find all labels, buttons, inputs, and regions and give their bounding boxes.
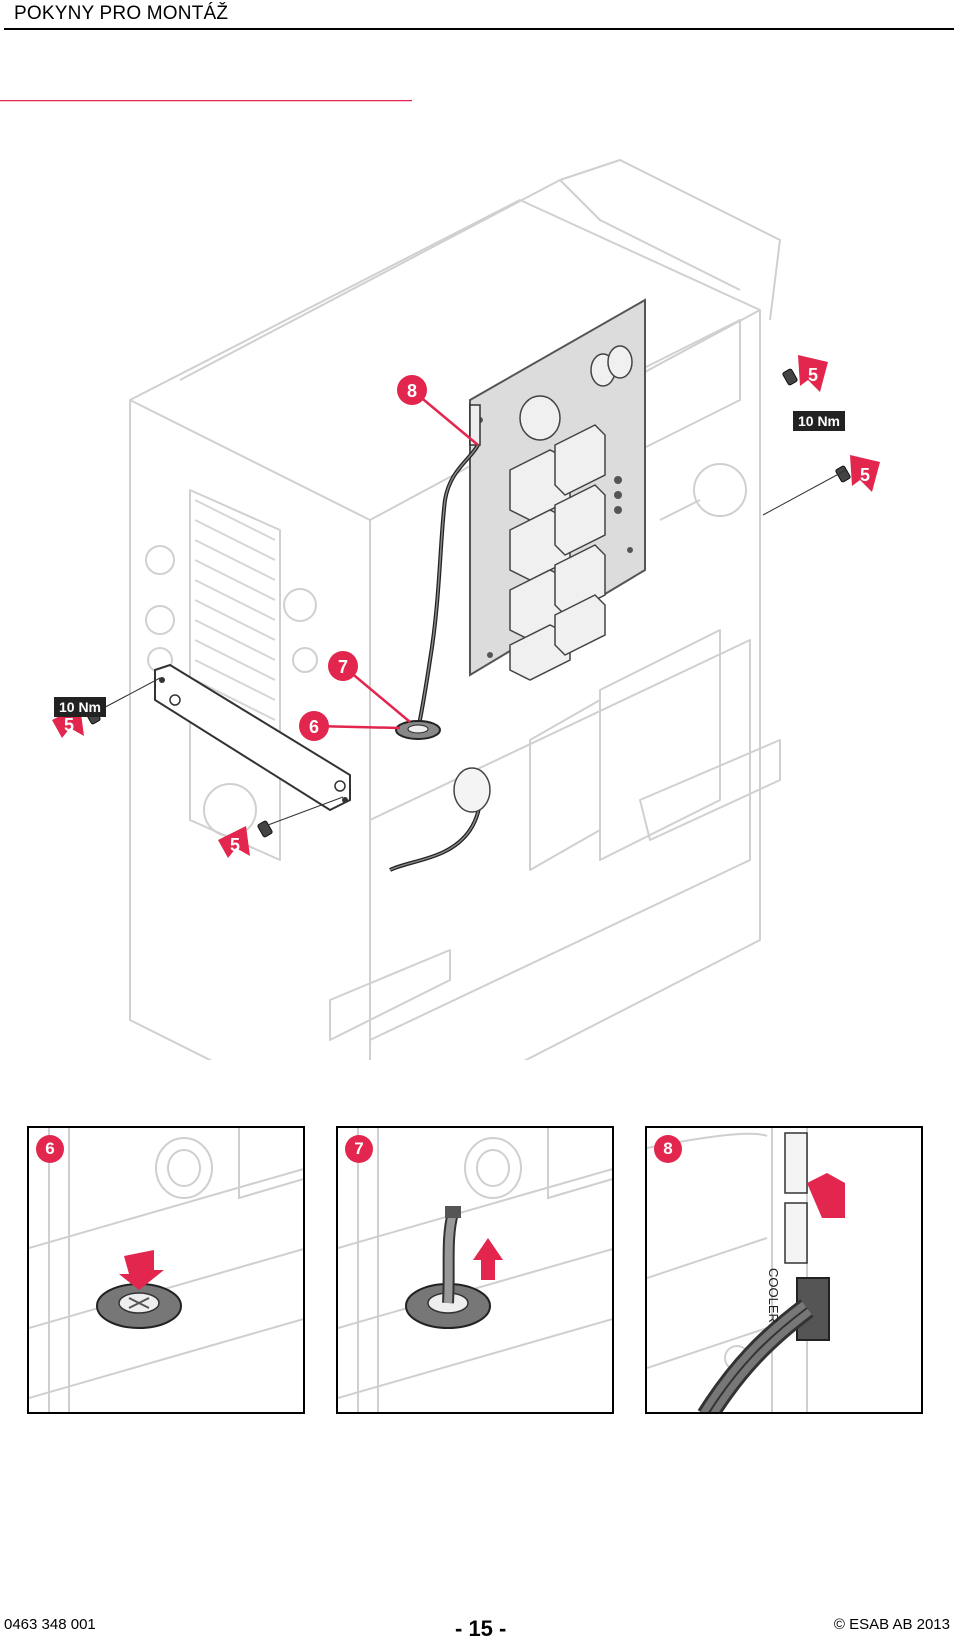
svg-text:5: 5 (64, 715, 74, 735)
callout-8: 8 (397, 375, 427, 405)
callout-7: 7 (328, 651, 358, 681)
torque-label-left: 10 Nm (54, 697, 106, 717)
detail-panel-6: 6 (27, 1126, 305, 1414)
callout-5-bottom: 5 (218, 826, 250, 858)
svg-text:10 Nm: 10 Nm (798, 413, 840, 429)
cooler-label: COOLER (766, 1268, 781, 1323)
svg-text:5: 5 (230, 835, 240, 855)
callout-5-right-bottom: 5 (850, 455, 880, 492)
circuit-board (469, 298, 646, 681)
detail-step-badge: 7 (345, 1135, 373, 1163)
torque-label-right: 10 Nm (793, 411, 845, 431)
svg-text:10 Nm: 10 Nm (59, 699, 101, 715)
svg-text:6: 6 (309, 717, 319, 737)
svg-text:5: 5 (808, 365, 818, 385)
page-title: POKYNY PRO MONTÁŽ (14, 3, 229, 24)
copyright: © ESAB AB 2013 (833, 1616, 950, 1633)
page-header: POKYNY PRO MONTÁŽ (4, 0, 954, 30)
detail-step-badge: 6 (36, 1135, 64, 1163)
svg-text:5: 5 (860, 465, 870, 485)
detail-panel-8: COOLER 8 (645, 1126, 923, 1414)
callout-6: 6 (299, 711, 329, 741)
doc-number: 0463 348 001 (4, 1616, 96, 1633)
main-assembly-illustration: 8 7 6 5 5 5 5 10 Nm 10 Nm (0, 100, 880, 1060)
mounting-bracket (154, 663, 351, 812)
page-number: - 15 - (455, 1616, 507, 1641)
detail-step-badge: 8 (654, 1135, 682, 1163)
detail-panel-7: 7 (336, 1126, 614, 1414)
svg-text:7: 7 (338, 657, 348, 677)
svg-text:8: 8 (407, 381, 417, 401)
callout-5-right-top: 5 (798, 355, 828, 392)
